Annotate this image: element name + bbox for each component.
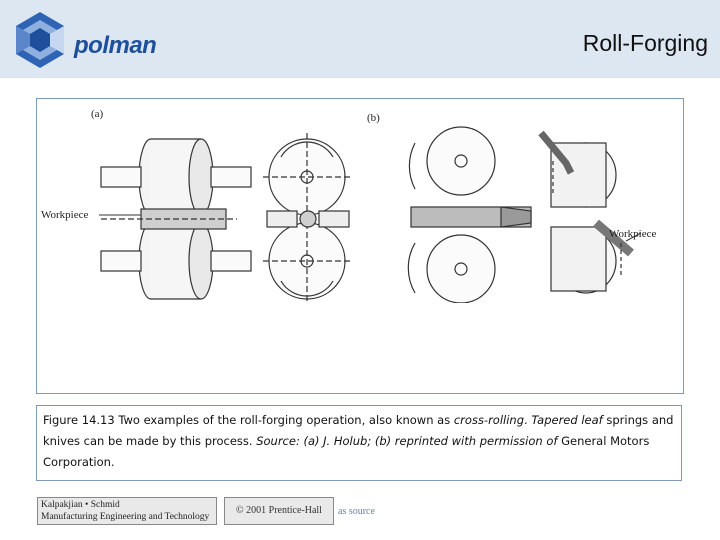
logo-text: polman — [74, 32, 157, 59]
caption-text-3: springs and knives can be made by this p… — [43, 413, 674, 448]
upper-roll-a — [100, 138, 252, 216]
slide-header: polman Roll-Forging — [0, 0, 720, 78]
figure-caption: Figure 14.13 Two examples of the roll-fo… — [36, 405, 682, 481]
polman-logo-icon — [16, 12, 64, 68]
footer-book-badge: Kalpakjian • Schmid Manufacturing Engine… — [37, 497, 217, 525]
workpiece-label-b: Workpiece — [609, 228, 656, 240]
front-view-a — [263, 133, 351, 303]
workpiece-label-a: Workpiece — [41, 209, 88, 221]
footer-copyright: © 2001 Prentice-Hall — [224, 497, 334, 525]
caption-text-4: General Motors Corporation. — [43, 434, 650, 469]
caption-italic-3: Source: (a) J. Holub; (b) reprinted with… — [256, 434, 558, 448]
figure-label-a: (a) — [91, 108, 104, 120]
rolls-b — [407, 126, 532, 303]
footer-book-title: Manufacturing Engineering and Technology — [41, 512, 210, 522]
figure-frame: (a) (b) Workpiece Workpiece — [36, 98, 684, 394]
footer-book-authors: Kalpakjian • Schmid — [41, 500, 120, 510]
lower-roll-a — [100, 222, 252, 300]
figure-label-b: (b) — [367, 112, 380, 124]
roll-forging-figure: (a) (b) Workpiece Workpiece — [41, 108, 656, 303]
caption-italic-1: cross-rolling — [453, 413, 525, 427]
caption-italic-2: Tapered leaf — [531, 413, 603, 427]
cross-rolls-b — [538, 130, 634, 294]
footer-source: as source — [338, 506, 375, 517]
caption-text-1: Figure 14.13 Two examples of the roll-fo… — [43, 413, 454, 427]
caption-text-2: . — [524, 413, 532, 427]
slide-title: Roll-Forging — [582, 30, 708, 56]
